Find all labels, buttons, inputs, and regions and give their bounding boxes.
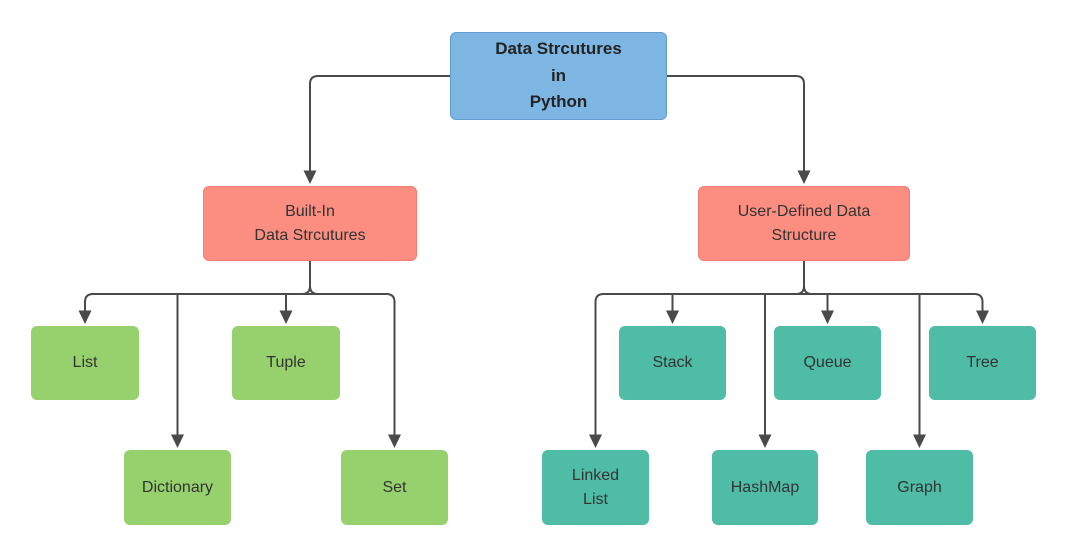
arrowhead-queue bbox=[821, 310, 834, 324]
arrowhead-stack bbox=[666, 310, 679, 324]
node-tuple: Tuple bbox=[232, 326, 340, 400]
node-queue: Queue bbox=[774, 326, 881, 400]
node-graph: Graph bbox=[866, 450, 973, 525]
node-tree: Tree bbox=[929, 326, 1036, 400]
arrowhead-tuple bbox=[279, 310, 293, 324]
arrowhead-user-defined bbox=[797, 170, 811, 184]
node-root-label: Data Strcutures in Python bbox=[495, 39, 622, 112]
edge-user-defined-stem bbox=[795, 261, 813, 295]
node-graph-label: Graph bbox=[897, 478, 942, 496]
node-hashmap-label: HashMap bbox=[730, 478, 800, 496]
arrowhead-dictionary bbox=[171, 434, 184, 448]
arrowhead-tree bbox=[976, 310, 989, 324]
arrowhead-set bbox=[388, 434, 401, 448]
node-list-label: List bbox=[72, 354, 98, 372]
node-queue-label: Queue bbox=[803, 354, 852, 372]
edge-built-in-stem bbox=[301, 261, 319, 295]
edge-built-in-rail bbox=[84, 293, 396, 435]
node-dictionary: Dictionary bbox=[124, 450, 231, 525]
node-list: List bbox=[31, 326, 139, 400]
arrowhead-linked-list bbox=[589, 434, 602, 448]
arrowhead-hashmap bbox=[758, 434, 772, 448]
arrowhead-list bbox=[78, 310, 92, 324]
node-dictionary-label: Dictionary bbox=[141, 478, 214, 496]
node-built-in-label: Built-In Data Strcutures bbox=[254, 203, 366, 244]
arrowhead-graph bbox=[913, 434, 926, 448]
node-built-in: Built-In Data Strcutures bbox=[203, 186, 417, 261]
node-linked-list: Linked List bbox=[542, 450, 649, 525]
edge-root-built-in bbox=[309, 75, 450, 171]
node-user-defined: User-Defined Data Structure bbox=[698, 186, 910, 261]
node-hashmap: HashMap bbox=[712, 450, 818, 525]
node-linked-list-label: Linked List bbox=[571, 467, 620, 508]
edge-root-user-defined bbox=[667, 75, 805, 171]
node-tree-label: Tree bbox=[966, 354, 999, 372]
edge-user-defined-rail bbox=[594, 293, 984, 435]
node-set-label: Set bbox=[382, 478, 407, 496]
node-stack: Stack bbox=[619, 326, 726, 400]
node-stack-label: Stack bbox=[652, 354, 693, 372]
node-set: Set bbox=[341, 450, 448, 525]
node-tuple-label: Tuple bbox=[266, 354, 306, 372]
node-user-defined-label: User-Defined Data Structure bbox=[737, 203, 871, 244]
node-root: Data Strcutures in Python bbox=[450, 32, 667, 120]
arrowhead-built-in bbox=[303, 170, 317, 184]
